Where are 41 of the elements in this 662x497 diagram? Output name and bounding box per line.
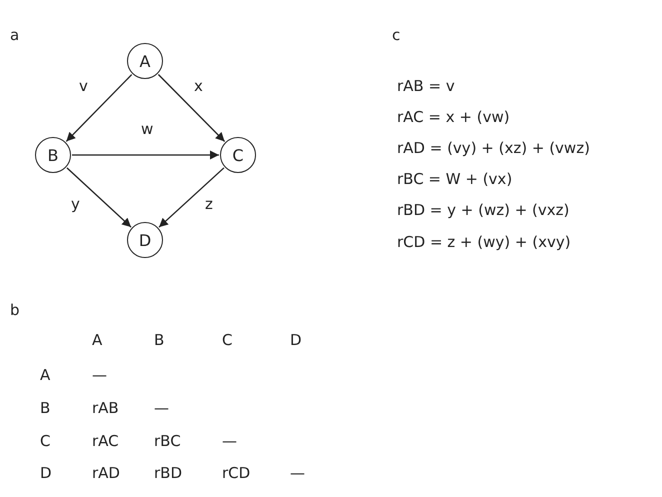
edge-label: v — [79, 77, 88, 95]
table-cell: rBD — [154, 464, 182, 482]
arrow — [72, 150, 219, 160]
row-header: B — [40, 399, 50, 417]
panel-letter: c — [392, 26, 400, 44]
table-cell: rAB — [92, 399, 119, 417]
column-header: B — [154, 331, 164, 349]
equation: rAC = x + (vw) — [397, 108, 510, 126]
arrow — [158, 74, 226, 142]
equation: rCD = z + (wy) + (xvy) — [397, 233, 571, 251]
edge-label: y — [71, 195, 80, 213]
equation: rAB = v — [397, 77, 455, 95]
arrow — [66, 74, 132, 142]
column-header: A — [92, 331, 102, 349]
row-header: D — [40, 464, 52, 482]
table-cell: — — [92, 366, 107, 384]
table-cell: — — [222, 432, 237, 450]
node-circle: D — [127, 222, 163, 258]
node-circle: C — [220, 137, 256, 173]
node-circle: B — [35, 137, 71, 173]
edge-label: z — [205, 195, 213, 213]
row-header: C — [40, 432, 50, 450]
table-cell: — — [290, 464, 305, 482]
table-cell: rCD — [222, 464, 250, 482]
column-header: C — [222, 331, 232, 349]
equation: rBC = W + (vx) — [397, 170, 512, 188]
table-cell: rBC — [154, 432, 181, 450]
arrow — [158, 167, 224, 228]
arrow — [66, 167, 132, 228]
table-cell: rAD — [92, 464, 120, 482]
row-header: A — [40, 366, 50, 384]
column-header: D — [290, 331, 302, 349]
panel-letter: b — [10, 301, 20, 319]
table-cell: rAC — [92, 432, 119, 450]
equation: rBD = y + (wz) + (vxz) — [397, 201, 570, 219]
node-circle: A — [127, 43, 163, 79]
edge-label: w — [141, 120, 154, 138]
panel-letter: a — [10, 26, 20, 44]
equation: rAD = (vy) + (xz) + (vwz) — [397, 139, 590, 157]
edge-label: x — [194, 77, 203, 95]
table-cell: — — [154, 399, 169, 417]
